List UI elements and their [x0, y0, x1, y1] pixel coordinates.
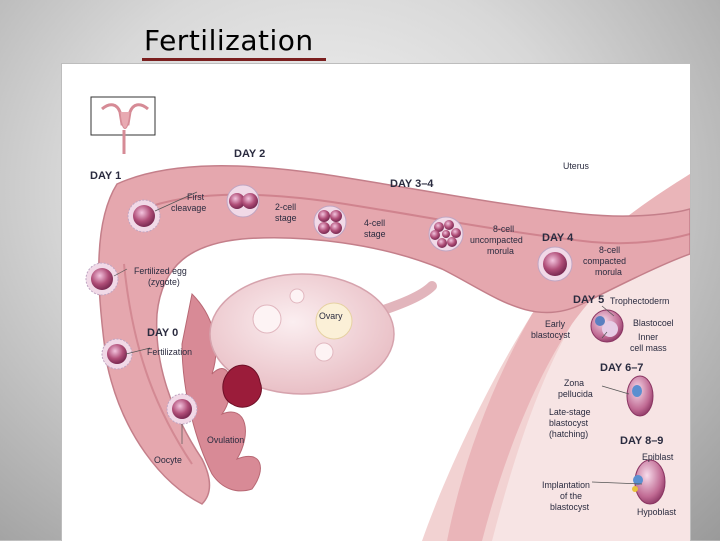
- leader-lines: [113, 191, 643, 485]
- label-day2: DAY 2: [234, 148, 265, 160]
- tube-inner-fold: [131, 193, 690, 245]
- ovary: [209, 273, 395, 395]
- label-zygote: (zygote): [148, 277, 180, 287]
- label-day5: DAY 5: [573, 294, 604, 306]
- eight-cell-compacted: [537, 246, 573, 282]
- label-eight-uncompacted: 8-cell: [493, 224, 514, 234]
- early-blastocyst: [590, 309, 624, 343]
- slide-title: Fertilization: [144, 24, 314, 57]
- label-inner-cell-mass: cell mass: [630, 343, 667, 353]
- label-implantation: of the: [560, 491, 582, 501]
- label-four-cell: 4-cell: [364, 218, 385, 228]
- fallopian-tube: [98, 165, 690, 505]
- label-inner-cell-mass: Inner: [638, 332, 658, 342]
- label-day6-7: DAY 6–7: [600, 362, 643, 374]
- label-two-cell: 2-cell: [275, 202, 296, 212]
- label-implantation: blastocyst: [550, 502, 590, 512]
- title-underline: [142, 58, 326, 61]
- label-early-blastocyst: blastocyst: [531, 330, 571, 340]
- late-blastocyst: [626, 375, 654, 417]
- follicle: [252, 304, 282, 334]
- label-day0: DAY 0: [147, 327, 178, 339]
- oocyte-cell: [166, 393, 198, 425]
- uterus-lining: [447, 174, 690, 541]
- label-eight-compacted: compacted: [583, 256, 626, 266]
- ruptured-follicle: [222, 364, 262, 408]
- label-late-blastocyst: blastocyst: [549, 418, 589, 428]
- label-day8-9: DAY 8–9: [620, 435, 663, 447]
- label-ovulation: Ovulation: [207, 435, 244, 445]
- diagram-svg: DAY 1 DAY 2 DAY 3–4 DAY 4 DAY 5 DAY 6–7 …: [85, 96, 690, 541]
- uterus-cavity: [492, 224, 690, 541]
- label-oocyte: Oocyte: [154, 455, 182, 465]
- label-eight-compacted: 8-cell: [599, 245, 620, 255]
- label-four-cell: stage: [364, 229, 386, 239]
- label-fertilization: Fertilization: [147, 347, 192, 357]
- corpus-luteum: [315, 302, 353, 340]
- two-cell-stage: [226, 184, 260, 218]
- label-zona-pellucida: Zona: [564, 378, 584, 388]
- label-day3-4: DAY 3–4: [390, 178, 434, 190]
- label-implantation: Implantation: [542, 480, 590, 490]
- fertilization-cell: [101, 338, 133, 370]
- uterus-thumbnail: [90, 96, 156, 154]
- tube-inner-fold-2: [123, 263, 193, 465]
- fertilization-diagram: DAY 1 DAY 2 DAY 3–4 DAY 4 DAY 5 DAY 6–7 …: [61, 63, 691, 541]
- eight-cell-uncompacted: [428, 216, 464, 252]
- label-first-cleavage: cleavage: [171, 203, 206, 213]
- label-ovary: Ovary: [319, 311, 343, 321]
- label-early-blastocyst: Early: [545, 319, 566, 329]
- label-epiblast: Epiblast: [642, 452, 674, 462]
- label-late-blastocyst: (hatching): [549, 429, 588, 439]
- label-day4: DAY 4: [542, 232, 574, 244]
- label-first-cleavage: First: [187, 192, 205, 202]
- label-trophectoderm: Trophectoderm: [610, 296, 669, 306]
- label-two-cell: stage: [275, 213, 297, 223]
- first-cleavage-cell: [127, 199, 161, 233]
- label-day1: DAY 1: [90, 170, 121, 182]
- implanting-blastocyst: [632, 459, 666, 505]
- zygote-cell: [85, 262, 119, 296]
- label-zygote: Fertilized egg: [134, 266, 187, 276]
- four-cell-stage: [313, 205, 347, 239]
- fimbriae: [181, 292, 261, 492]
- label-eight-uncompacted: uncompacted: [470, 235, 523, 245]
- follicle: [289, 288, 305, 304]
- label-eight-compacted: morula: [595, 267, 622, 277]
- label-eight-uncompacted: morula: [487, 246, 514, 256]
- label-zona-pellucida: pellucida: [558, 389, 593, 399]
- follicle: [314, 342, 334, 362]
- label-uterus: Uterus: [563, 161, 590, 171]
- label-late-blastocyst: Late-stage: [549, 407, 591, 417]
- label-hypoblast: Hypoblast: [637, 507, 677, 517]
- label-blastocoel: Blastocoel: [633, 318, 674, 328]
